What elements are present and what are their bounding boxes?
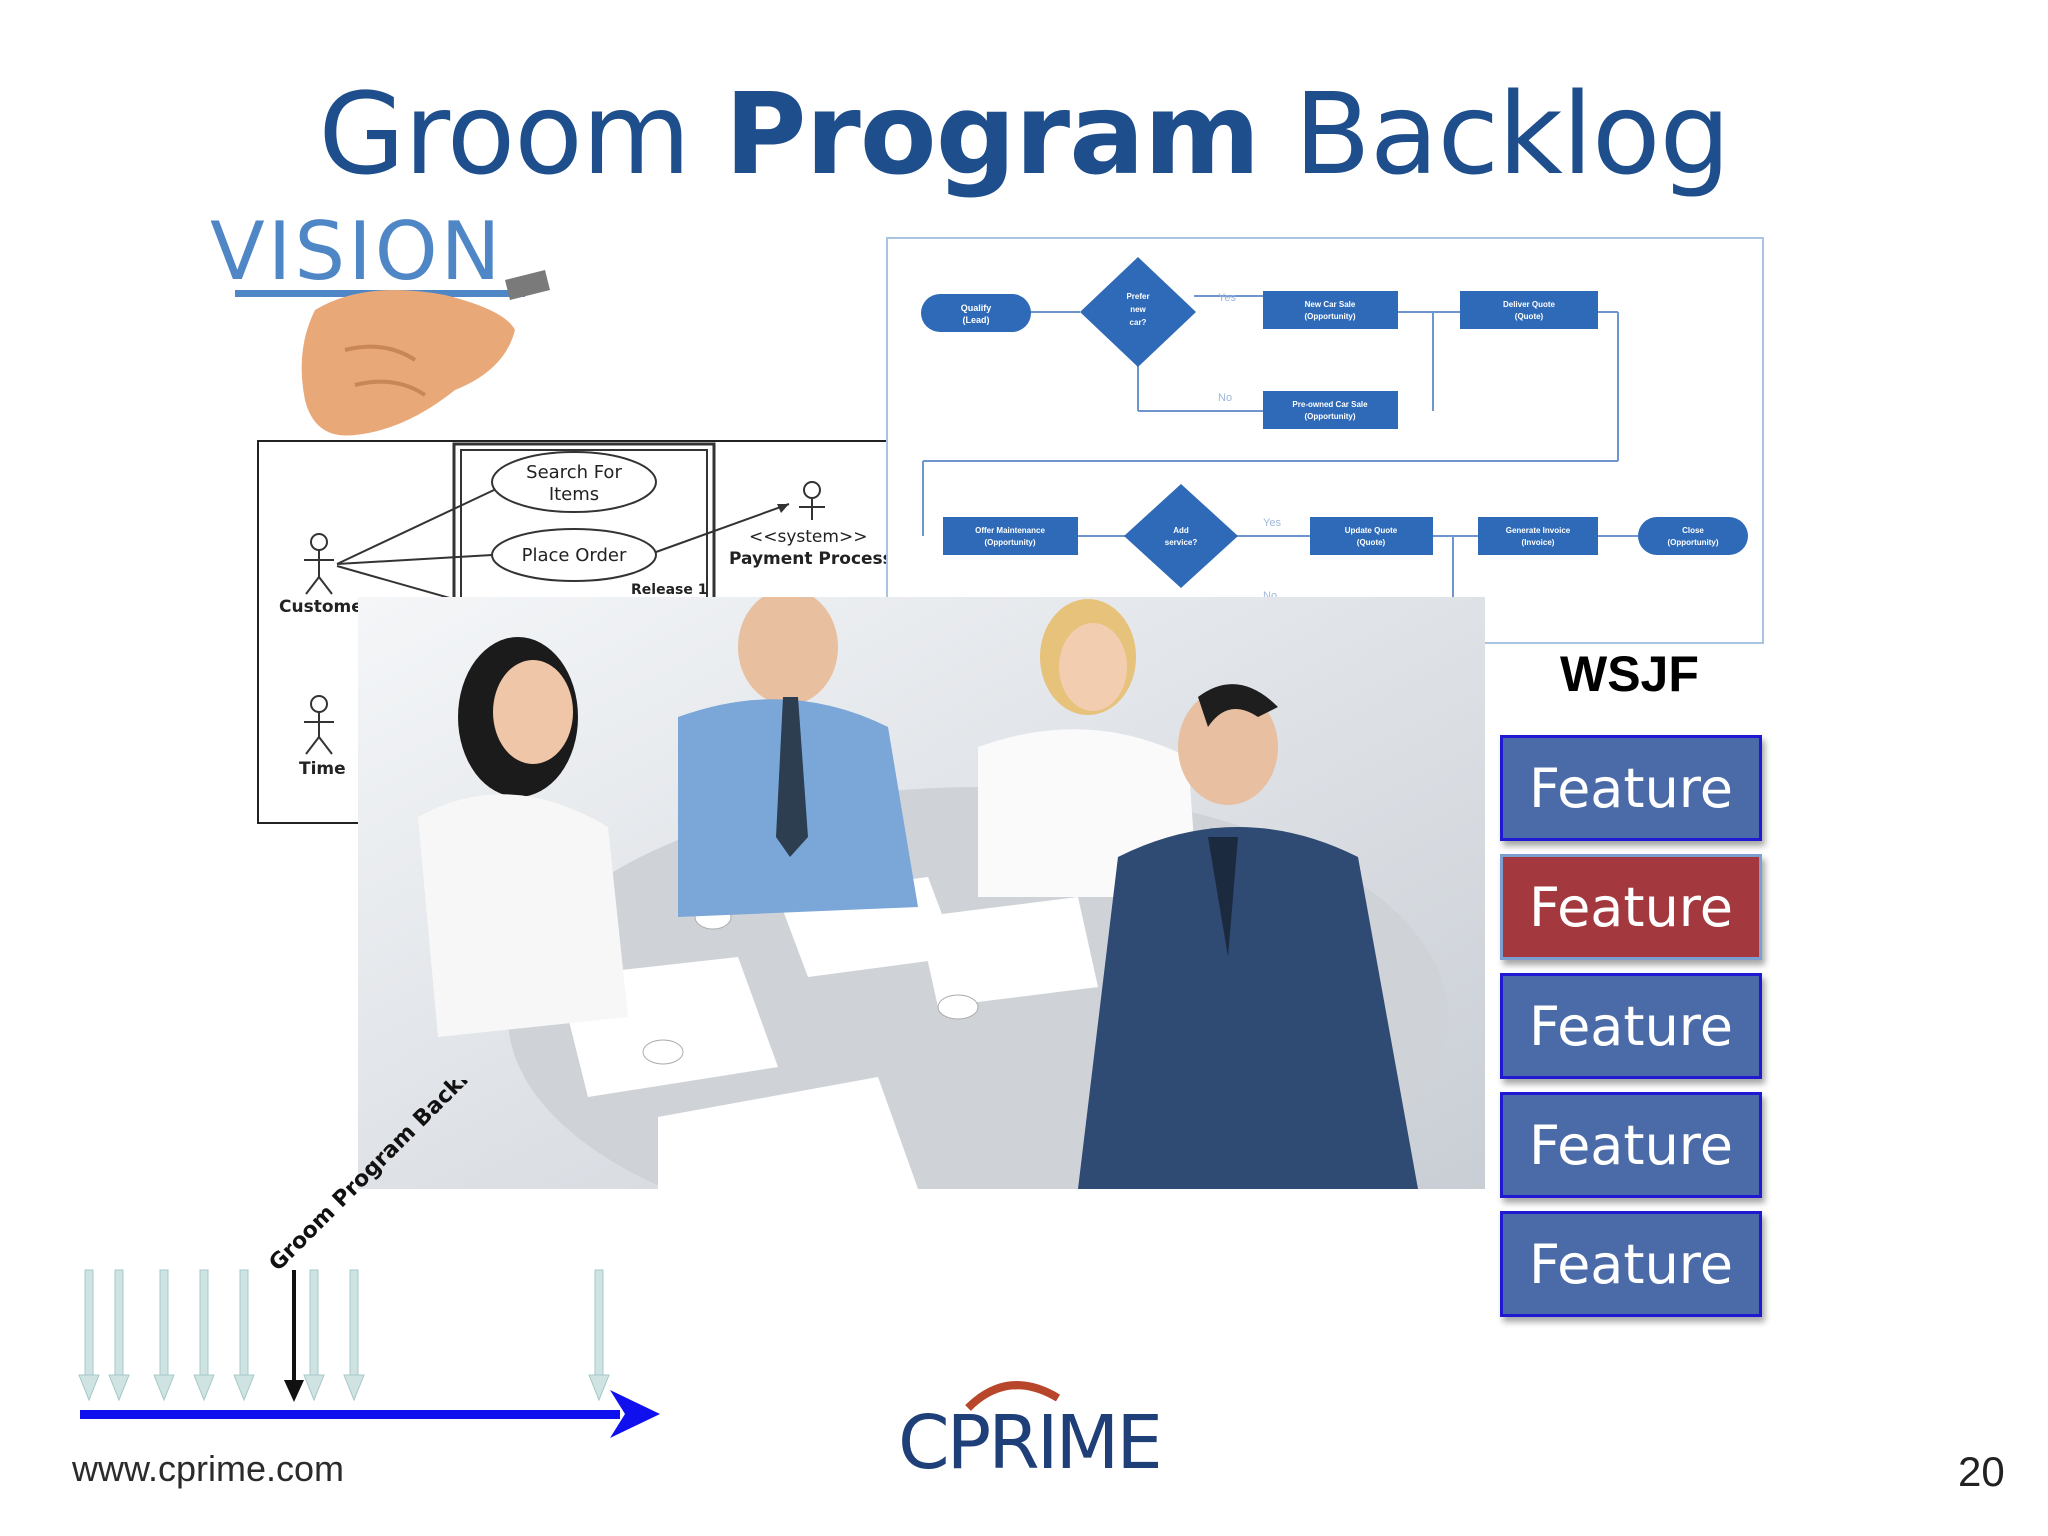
- actor-customer-icon: [304, 533, 334, 595]
- footer-website: www.cprime.com: [72, 1448, 345, 1489]
- process-flowchart: Qualify (Lead) Prefer new car? New Car S…: [886, 237, 1764, 644]
- page-number: 20: [1958, 1448, 2005, 1495]
- logo-text: CPRIME: [898, 1400, 1158, 1486]
- flow-no-label-1: No: [1218, 392, 1232, 404]
- feature-card-highlighted: Feature: [1500, 854, 1762, 960]
- system-stereotype: <<system>>: [749, 527, 867, 547]
- timeline-arrowhead-icon: [610, 1390, 660, 1438]
- flow-node-offer-2: (Opportunity): [984, 538, 1035, 547]
- slide-title: Groom Program Backlog: [0, 70, 2048, 200]
- cadence-arrow: [303, 1269, 325, 1402]
- flow-node-prefer-3: car?: [1130, 318, 1147, 327]
- actor-system-icon: [799, 481, 825, 520]
- cadence-timeline: Groom Program Backlog: [78, 1080, 660, 1438]
- flow-node-preowned-2: (Opportunity): [1304, 412, 1355, 421]
- cadence-arrow: [588, 1269, 610, 1402]
- flow-node-offer-1: Offer Maintenance: [975, 526, 1045, 535]
- flow-node-preowned-1: Pre-owned Car Sale: [1292, 400, 1368, 409]
- cadence-arrow: [153, 1269, 175, 1402]
- flow-node-close-1: Close: [1682, 526, 1704, 535]
- cadence-arrow: [78, 1269, 100, 1402]
- flow-node-prefer-2: new: [1130, 305, 1146, 314]
- timeline-axis: [80, 1410, 620, 1419]
- team-meeting-photo: [358, 597, 1485, 1189]
- flow-node-qualify-2: (Lead): [963, 315, 990, 325]
- actor-customer-label: Customer: [279, 597, 372, 617]
- wsjf-heading: WSJF: [1560, 646, 1699, 702]
- flow-node-update-2: (Quote): [1357, 538, 1386, 547]
- feature-card: Feature: [1500, 973, 1762, 1079]
- flow-node-deliver-1: Deliver Quote: [1503, 300, 1556, 309]
- title-prefix: Groom: [318, 70, 725, 200]
- usecase-search-line2: Items: [549, 484, 599, 505]
- current-event-arrow: [284, 1270, 304, 1402]
- title-bold: Program: [724, 70, 1260, 200]
- flow-node-prefer-1: Prefer: [1126, 292, 1149, 301]
- feature-card: Feature: [1500, 735, 1762, 841]
- flow-node-deliver-2: (Quote): [1515, 312, 1544, 321]
- flow-node-close-2: (Opportunity): [1667, 538, 1718, 547]
- flow-node-newcar-1: New Car Sale: [1305, 300, 1356, 309]
- flow-node-qualify-1: Qualify: [961, 303, 992, 313]
- cprime-logo: CPRIME: [898, 1381, 1158, 1486]
- usecase-place-order: Place Order: [522, 545, 627, 566]
- cadence-arrow: [193, 1269, 215, 1402]
- release-label: Release 1: [631, 582, 707, 598]
- flow-yes-label-2: Yes: [1263, 517, 1281, 529]
- actor-time-icon: [304, 695, 334, 755]
- flow-node-invoice-2: (Invoice): [1522, 538, 1555, 547]
- cadence-arrow: [343, 1269, 365, 1402]
- timeline-label: Groom Program Backlog: [265, 1080, 496, 1276]
- flow-node-newcar-2: (Opportunity): [1304, 312, 1355, 321]
- actor-time-label: Time: [299, 759, 346, 779]
- vision-hand-image: [235, 270, 550, 436]
- flow-node-add-2: service?: [1165, 538, 1198, 547]
- flow-node-invoice-1: Generate Invoice: [1506, 526, 1571, 535]
- flow-node-update-1: Update Quote: [1345, 526, 1398, 535]
- flow-node-add-1: Add: [1173, 526, 1189, 535]
- system-actor-label: Payment Processo: [729, 549, 904, 569]
- vision-word: VISION: [210, 205, 504, 298]
- feature-card: Feature: [1500, 1092, 1762, 1198]
- flow-yes-label-1: Yes: [1218, 292, 1236, 304]
- cadence-arrow: [108, 1269, 130, 1402]
- cadence-arrow: [233, 1269, 255, 1402]
- feature-card: Feature: [1500, 1211, 1762, 1317]
- usecase-search-line1: Search For: [526, 462, 622, 483]
- title-suffix: Backlog: [1259, 70, 1731, 200]
